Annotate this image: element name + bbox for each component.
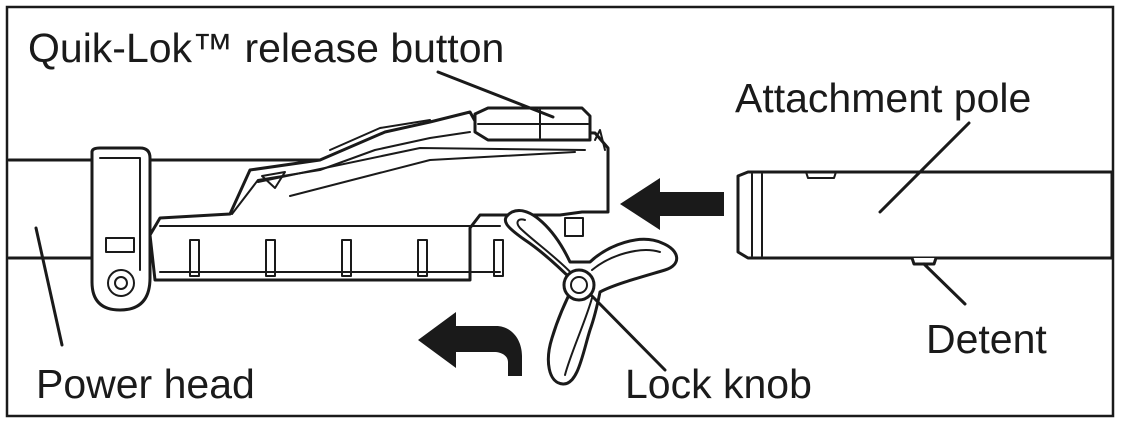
lock-knob-label: Lock knob [625,361,812,407]
attachment-pole-leader [878,121,971,214]
power-head-leader [34,226,64,347]
attachment-pole [736,170,1114,266]
release-button-leader [436,70,555,119]
detent-label: Detent [926,316,1047,362]
detent-leader [922,262,967,306]
attachment-pole-label: Attachment pole [735,75,1031,121]
power-head-label: Power head [36,361,255,407]
coupler-body [148,110,610,282]
release-button [473,106,592,142]
lock-knob-leader [590,294,667,372]
leader-lines [34,70,971,372]
rotate-arrow-icon [418,312,522,376]
clamp-ring [90,146,152,312]
lock-knob [503,209,679,386]
release-button-label: Quik-Lok™ release button [28,25,504,71]
insert-arrow-icon [620,178,724,230]
